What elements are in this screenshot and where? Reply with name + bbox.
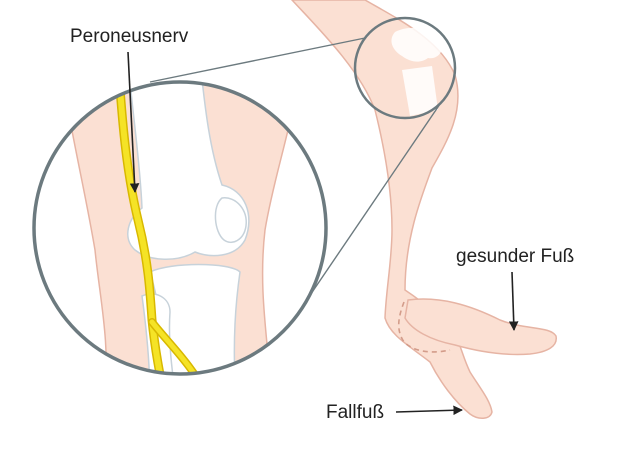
zoom-lens-ring [32, 80, 328, 376]
label-drop-foot-group: Fallfuß [326, 402, 463, 423]
label-healthy-foot: gesunder Fuß [456, 246, 574, 267]
label-nerve: Peroneusnerv [70, 26, 189, 47]
patella-bone [214, 197, 247, 244]
label-nerve-group: Peroneusnerv [70, 26, 189, 193]
zoomed-knee [32, 80, 328, 376]
leg-illustration [290, 0, 557, 419]
healthy-foot-shape [404, 298, 557, 356]
arrow-healthy-foot [508, 271, 519, 331]
knee-lens-ring [353, 16, 457, 120]
foot-dashed-contour [397, 301, 451, 353]
leg-shape [290, 0, 493, 419]
knee-bones-small [391, 27, 443, 116]
arrow-drop-foot [395, 405, 463, 416]
label-drop-foot: Fallfuß [326, 402, 384, 423]
label-healthy-foot-group: gesunder Fuß [456, 246, 574, 331]
zoom-connectors [149, 37, 441, 311]
arrow-nerve [127, 51, 140, 193]
